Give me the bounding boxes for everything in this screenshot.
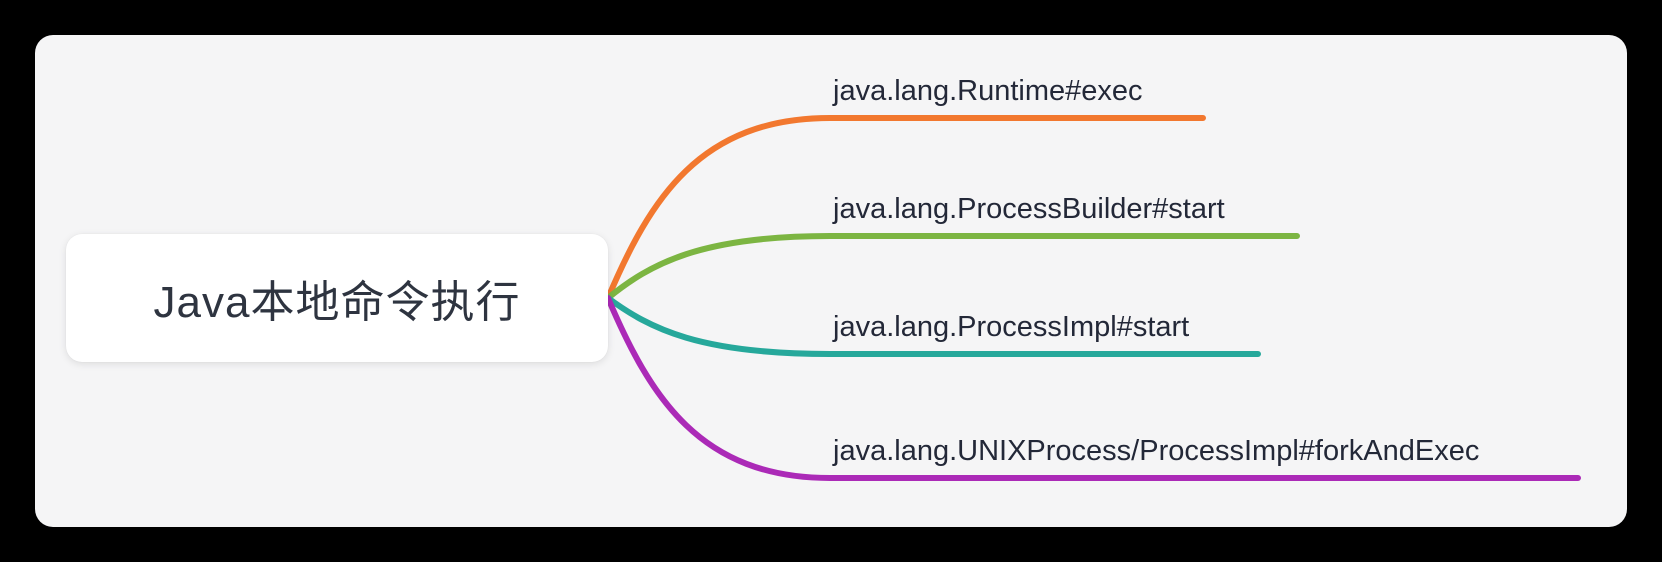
branch-node-unixprocess-forkandexec[interactable]: java.lang.UNIXProcess/ProcessImpl#forkAn… xyxy=(833,435,1480,467)
branch-node-runtime-exec[interactable]: java.lang.Runtime#exec xyxy=(833,75,1143,107)
root-node-title: Java本地命令执行 xyxy=(153,278,521,327)
branch-node-processbuilder-start[interactable]: java.lang.ProcessBuilder#start xyxy=(833,193,1225,225)
root-node[interactable]: Java本地命令执行 xyxy=(66,234,608,362)
branch-node-processimpl-start[interactable]: java.lang.ProcessImpl#start xyxy=(833,311,1190,343)
